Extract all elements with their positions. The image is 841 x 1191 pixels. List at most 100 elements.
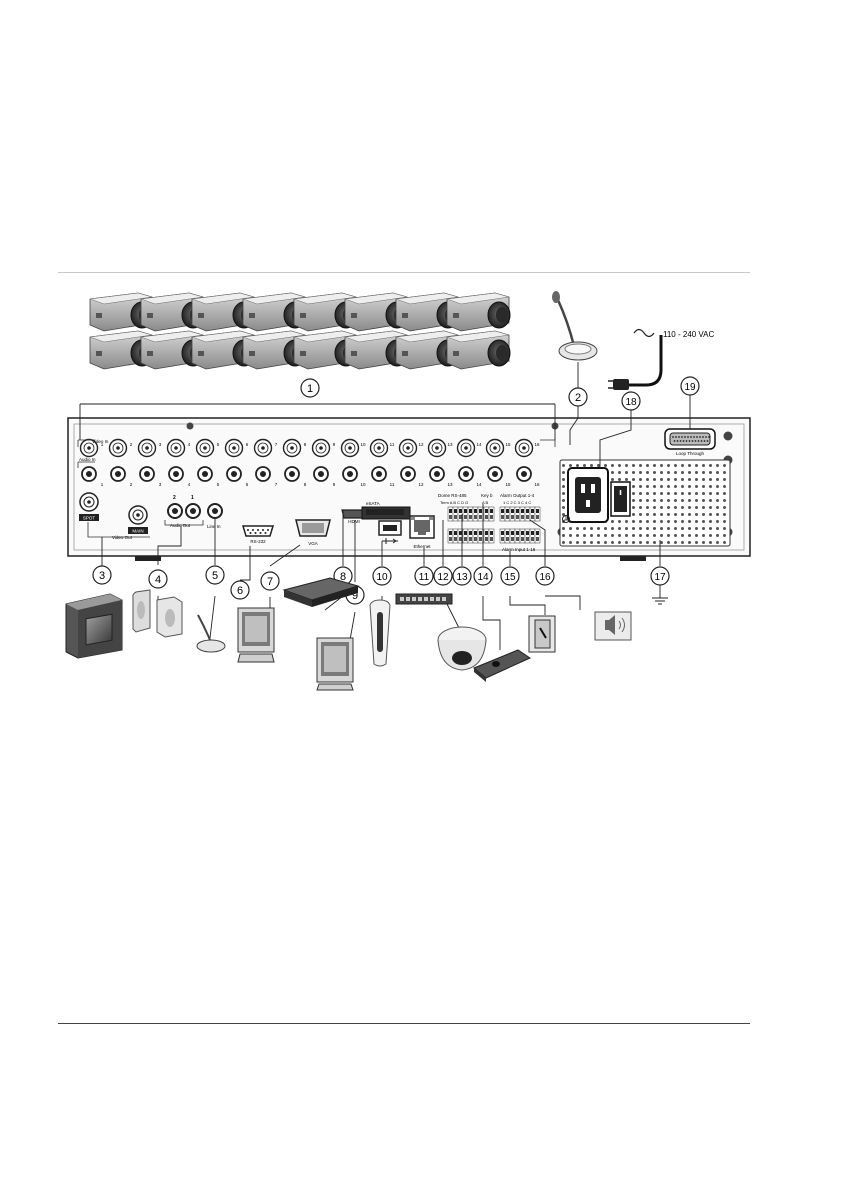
callout-number: 8 bbox=[340, 571, 346, 583]
terminal bbox=[534, 528, 541, 544]
microphone-input-device bbox=[552, 291, 598, 361]
camera bbox=[446, 292, 511, 332]
terminal bbox=[534, 506, 541, 522]
terminal bbox=[472, 506, 479, 522]
terminal bbox=[524, 528, 531, 544]
power-cable: 110 - 240 VAC bbox=[608, 328, 715, 390]
pin bbox=[254, 532, 257, 534]
video-in-bnc bbox=[282, 438, 302, 458]
terminal-blocks bbox=[447, 506, 541, 544]
loop-through-connector: Loop Through bbox=[664, 428, 716, 456]
audio-in-rca-row bbox=[81, 466, 532, 482]
audio-channel-number: 12 bbox=[418, 482, 424, 487]
terminal bbox=[483, 506, 490, 522]
callout-11: 11 bbox=[414, 566, 434, 586]
vga-monitor bbox=[237, 607, 275, 663]
audio-channel-number: 14 bbox=[476, 482, 482, 487]
pin bbox=[688, 440, 691, 442]
video-in-bnc bbox=[514, 438, 534, 458]
audio-channel-number: 15 bbox=[505, 482, 511, 487]
esata-port: eSATA bbox=[361, 501, 411, 520]
loop-through-label: Loop Through bbox=[676, 451, 704, 456]
audio-channel-number: 7 bbox=[275, 482, 278, 487]
pin bbox=[696, 436, 698, 438]
terminal bbox=[447, 528, 454, 544]
alarm-output-sub-label: 1 C 2 C 3 C 4 C bbox=[503, 500, 531, 505]
pin bbox=[706, 440, 709, 442]
terminal bbox=[488, 528, 495, 544]
pin bbox=[264, 532, 267, 534]
terminal bbox=[504, 506, 511, 522]
pin bbox=[257, 529, 259, 531]
audio-out-label: Audio Out bbox=[170, 523, 191, 528]
network-switch bbox=[395, 593, 453, 605]
hdmi-monitor bbox=[316, 637, 354, 691]
terminal bbox=[477, 528, 484, 544]
pin bbox=[708, 436, 710, 438]
camera-array bbox=[89, 292, 511, 370]
video-in-bnc bbox=[311, 438, 331, 458]
switch-port bbox=[424, 597, 428, 601]
terminal bbox=[529, 528, 536, 544]
callout-number: 6 bbox=[237, 585, 243, 597]
terminal bbox=[504, 528, 511, 544]
alarm-output-label: Alarm Output 1-4 bbox=[500, 493, 535, 498]
rs232-label: RS-232 bbox=[250, 539, 266, 544]
ptz-keyboard bbox=[473, 649, 532, 682]
audio-in-rca bbox=[313, 466, 329, 482]
callout-16: 16 bbox=[535, 566, 555, 586]
switch-port bbox=[436, 597, 440, 601]
callout-5: 5 bbox=[205, 565, 225, 585]
alarm-output-siren bbox=[594, 611, 632, 641]
video-in-bnc bbox=[166, 438, 186, 458]
audio-in-rca bbox=[255, 466, 271, 482]
audio-in-rca bbox=[168, 466, 184, 482]
terminal bbox=[483, 528, 490, 544]
video-in-bnc bbox=[224, 438, 244, 458]
camera bbox=[140, 292, 205, 332]
video-in-bnc bbox=[398, 438, 418, 458]
terminal bbox=[499, 506, 506, 522]
callout-13: 13 bbox=[452, 566, 472, 586]
video-in-bnc bbox=[108, 438, 128, 458]
video-channel-number: 2 bbox=[130, 442, 133, 447]
callout-number: 5 bbox=[212, 570, 218, 582]
audio-channel-number: 3 bbox=[159, 482, 162, 487]
audio-in-rca bbox=[516, 466, 532, 482]
esata-storage-device bbox=[282, 577, 360, 607]
pin bbox=[678, 436, 680, 438]
terminal bbox=[452, 506, 459, 522]
callout-number: 11 bbox=[419, 572, 430, 583]
video-in-bnc bbox=[456, 438, 476, 458]
video-in-bnc-row bbox=[79, 438, 534, 458]
audio-in-rca bbox=[81, 466, 97, 482]
alarm-input-label: Alarm Input 1-16 bbox=[502, 547, 536, 552]
audio-in-rca bbox=[400, 466, 416, 482]
terminal bbox=[499, 528, 506, 544]
callout-17: 17 bbox=[650, 566, 670, 586]
audio-channel-number: 11 bbox=[390, 482, 395, 487]
pin bbox=[681, 436, 683, 438]
switch-port bbox=[412, 597, 416, 601]
audio-channel-number: 5 bbox=[217, 482, 220, 487]
audio-channel-number: 10 bbox=[360, 482, 366, 487]
pin bbox=[247, 529, 249, 531]
callout-number: 19 bbox=[684, 382, 696, 393]
audio-in-rca bbox=[284, 466, 300, 482]
audio-out-1-label: 1 bbox=[191, 495, 194, 501]
pin bbox=[702, 436, 704, 438]
main-label: MAIN bbox=[132, 529, 143, 534]
spot-monitor bbox=[65, 593, 123, 659]
video-in-bnc bbox=[340, 438, 360, 458]
callout-12: 12 bbox=[433, 566, 453, 586]
pin bbox=[252, 529, 254, 531]
audio-in-rca bbox=[197, 466, 213, 482]
esata-label: eSATA bbox=[366, 501, 380, 506]
terminal bbox=[462, 528, 469, 544]
callout-number: 1 bbox=[307, 383, 313, 395]
usb-port bbox=[378, 520, 402, 544]
callout-number: 2 bbox=[575, 392, 581, 404]
video-in-bnc bbox=[79, 438, 99, 458]
pin bbox=[705, 436, 707, 438]
video-in-label: Video In bbox=[92, 439, 109, 444]
